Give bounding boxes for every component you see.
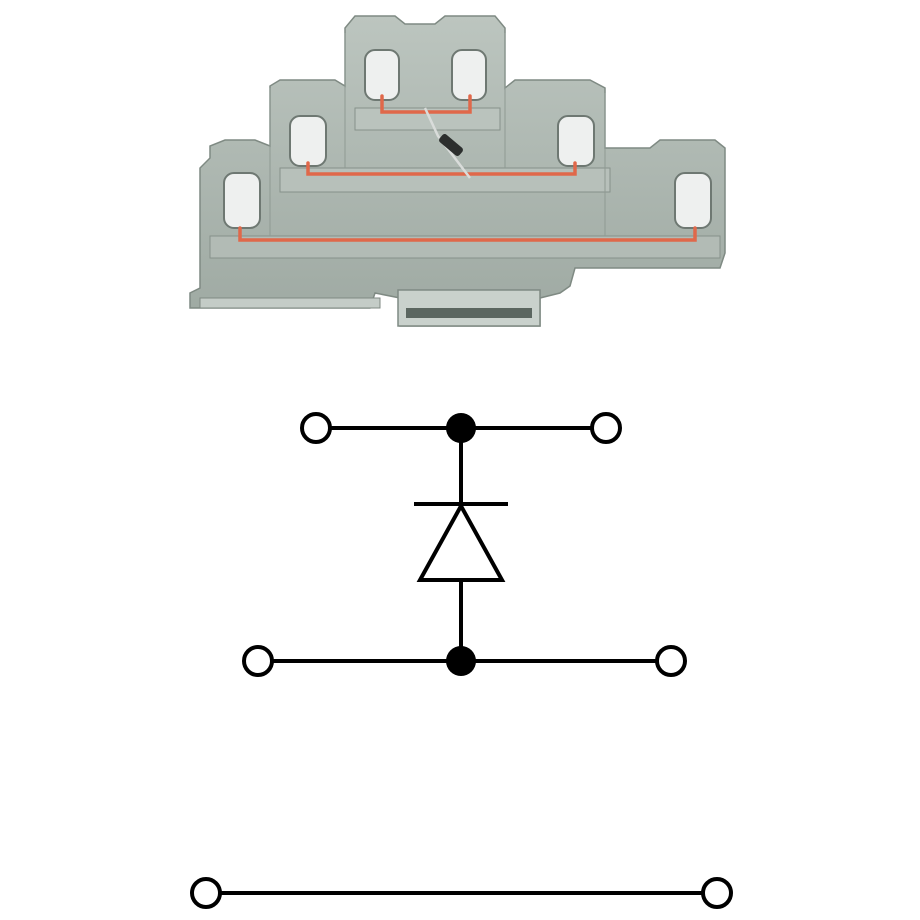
terminal-bottom-right (701, 877, 733, 909)
terminal-middle-right (655, 645, 687, 677)
diode-component (423, 107, 471, 179)
diode-symbol-icon (414, 501, 508, 582)
terminal-top-right (590, 412, 622, 444)
junction-top (446, 413, 476, 443)
level-middle-shelf (279, 167, 611, 193)
terminal-top-left (300, 412, 332, 444)
terminal-block-icon (189, 15, 726, 327)
clamp-group (223, 49, 712, 229)
junction-middle (446, 646, 476, 676)
terminal-middle-left (242, 645, 274, 677)
terminal-bottom-left (190, 877, 222, 909)
